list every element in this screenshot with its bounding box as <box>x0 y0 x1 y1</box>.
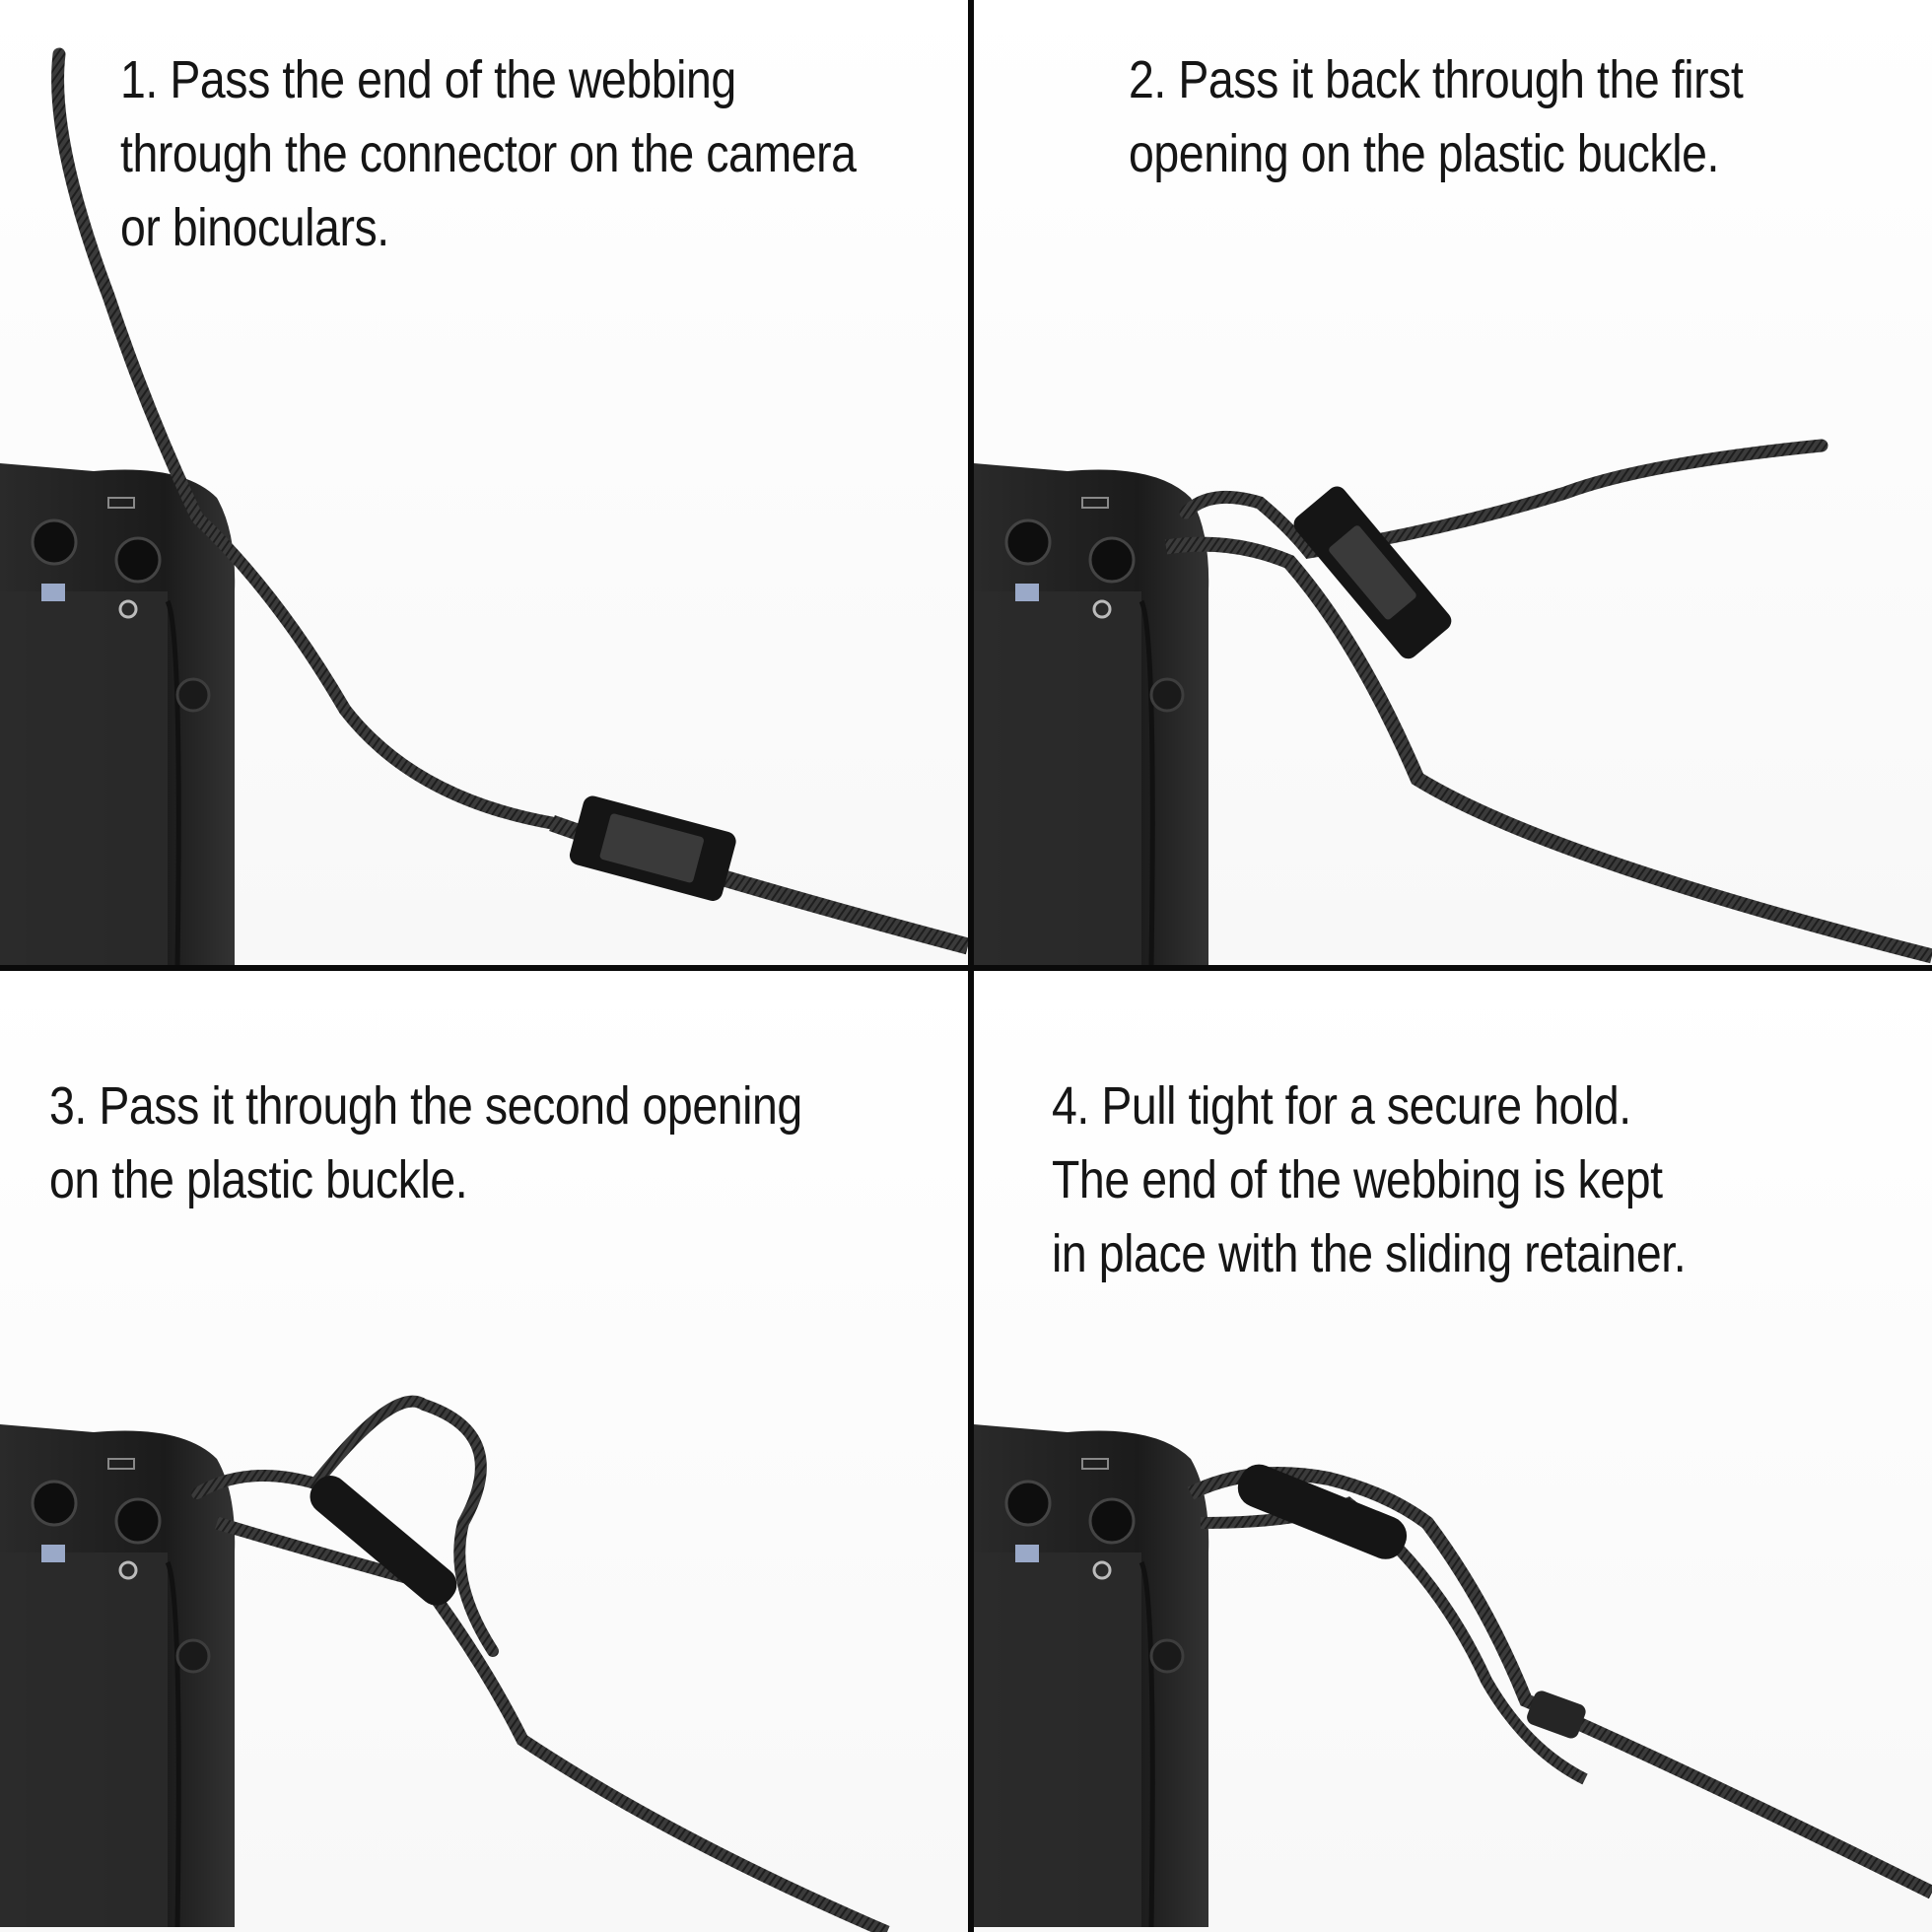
step-3-illustration <box>0 1395 890 1932</box>
step-1-caption: 1. Pass the end of the webbing through t… <box>120 50 857 257</box>
step-1-panel: 1. Pass the end of the webbing through t… <box>0 0 968 965</box>
step-2-illustration <box>974 439 1932 965</box>
step-3-panel: 3. Pass it through the second opening on… <box>0 971 968 1932</box>
step-1-illustration <box>0 47 968 965</box>
horizontal-divider <box>0 965 1932 971</box>
step-4-illustration <box>974 971 1932 1932</box>
step-4-panel: 4. Pull tight for a secure hold. The end… <box>974 971 1932 1932</box>
step-4-caption: 4. Pull tight for a secure hold. The end… <box>1052 1076 1687 1283</box>
step-2-caption: 2. Pass it back through the first openin… <box>1129 50 1744 183</box>
step-3-caption: 3. Pass it through the second opening on… <box>49 1076 802 1209</box>
step-2-panel: 2. Pass it back through the first openin… <box>974 0 1932 965</box>
